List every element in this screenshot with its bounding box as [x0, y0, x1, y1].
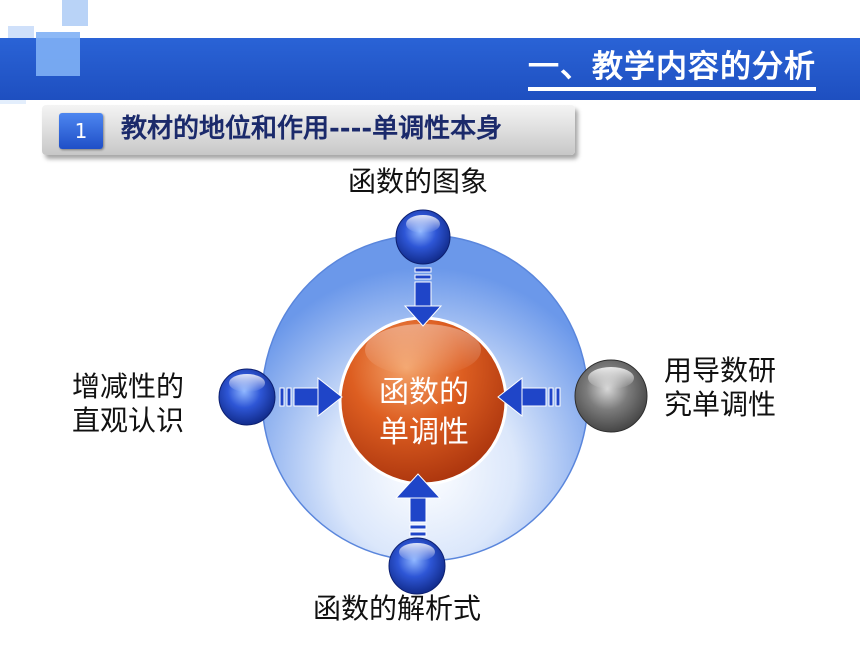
orb-left: [218, 368, 276, 426]
orb-bottom: [388, 537, 446, 595]
header-accent-square: [36, 32, 80, 76]
right-label-line2: 究单调性: [664, 388, 777, 421]
section-heading: 教材的地位和作用----单调性本身: [121, 114, 503, 144]
arrow-bottom: [394, 473, 442, 537]
arrow-left: [279, 376, 343, 418]
right-label: 用导数研 究单调性: [664, 354, 776, 422]
arrow-top: [403, 267, 443, 327]
center-label-line1: 函数的: [379, 375, 469, 410]
right-label-line1: 用导数研: [664, 354, 777, 387]
arrow-right: [497, 376, 561, 418]
section-heading-box: [42, 105, 575, 155]
left-label-line2: 直观认识: [72, 404, 185, 437]
orb-right: [574, 359, 648, 433]
top-label: 函数的图象: [348, 165, 489, 198]
center-label: 函数的 单调性: [340, 373, 508, 453]
slide-title: 一、教学内容的分析: [528, 48, 816, 91]
section-number-badge: 1: [59, 113, 103, 149]
bottom-label: 函数的解析式: [313, 592, 482, 625]
left-label-line1: 增减性的: [72, 370, 185, 403]
left-label: 增减性的 直观认识: [72, 370, 184, 438]
orb-top: [395, 209, 451, 265]
center-label-line2: 单调性: [379, 415, 469, 450]
